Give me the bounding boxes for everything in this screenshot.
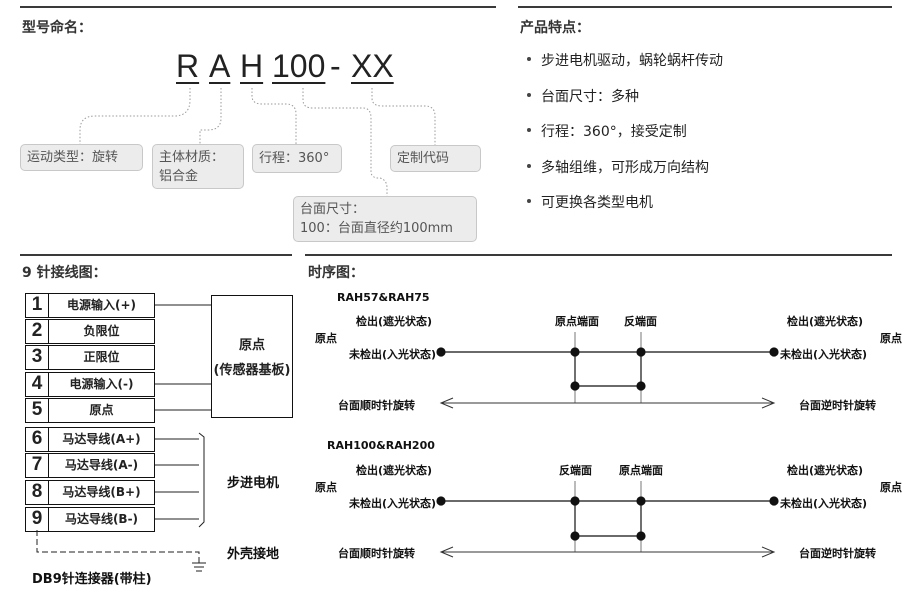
body-material-line1: 主体材质： (159, 150, 225, 165)
timing1-ccw-label: 台面顺时针旋转 (338, 399, 415, 412)
ground-wire (36, 530, 206, 572)
naming-leaders (79, 88, 436, 196)
top-rule-right (518, 6, 892, 8)
timing2-detected-right: 检出(遮光状态) (787, 464, 864, 477)
timing1-origin-right: 原点 (880, 332, 902, 345)
timing1-origin-left: 原点 (315, 332, 337, 345)
timing1-model: RAH57&RAH75 (337, 291, 430, 304)
feature-item: 可更换各类型电机 (527, 192, 653, 212)
table-size-box: 台面尺寸： 100：台面直径约100mm (293, 196, 477, 242)
timing1-cw-label: 台面逆时针旋转 (799, 399, 876, 412)
bullet-icon (527, 57, 531, 61)
timing2-undetected-right: 未检出(入光状态) (780, 497, 868, 510)
stroke-box: 行程：360° (252, 144, 342, 173)
timing2-ccw-label: 台面顺时针旋转 (338, 547, 415, 560)
timing1-detected-left: 检出(遮光状态) (356, 315, 433, 328)
timing1-detected-right: 检出(遮光状态) (787, 315, 864, 328)
body-material-line2: 铝合金 (159, 169, 199, 184)
table-size-line1: 台面尺寸： (300, 202, 366, 217)
code-letter-r: R (176, 48, 200, 84)
code-letter-a: A (209, 48, 231, 84)
timing2-rotation-arrow (439, 546, 776, 558)
bullet-icon (527, 93, 531, 97)
motion-type-label: 运动类型：旋转 (27, 150, 119, 165)
middle-rule-left (20, 254, 292, 256)
feature-item: 台面尺寸：多种 (527, 86, 639, 106)
timing1-mark-right: 反端面 (624, 315, 657, 328)
stroke-label: 行程：360° (259, 151, 330, 166)
case-ground-label: 外壳接地 (227, 547, 280, 562)
bullet-icon (527, 164, 531, 168)
connector-label: DB9针连接器(带柱) (32, 572, 152, 587)
pin-wires (155, 304, 211, 528)
timing2-cw-label: 台面逆时针旋转 (799, 547, 876, 560)
feature-item: 多轴组维，可形成万向结构 (527, 157, 709, 177)
timing1-mark-left: 原点端面 (555, 315, 599, 328)
code-dash: - (330, 48, 341, 84)
timing1-waveform (436, 332, 779, 403)
code-custom: XX (351, 48, 394, 84)
timing1-rotation-arrow (439, 397, 776, 409)
top-rule-left (20, 6, 496, 8)
middle-rule-right (305, 254, 892, 256)
features-title: 产品特点： (520, 20, 590, 36)
bullet-icon (527, 199, 531, 203)
code-number: 100 (272, 48, 326, 84)
timing2-origin-left: 原点 (315, 481, 337, 494)
timing2-waveform (436, 481, 779, 552)
table-size-line2: 100：台面直径约100mm (300, 221, 453, 236)
feature-item: 行程：360°，接受定制 (527, 121, 687, 141)
feature-item: 步进电机驱动，蜗轮蜗杆传动 (527, 50, 723, 70)
timing1-undetected-right: 未检出(入光状态) (780, 348, 868, 361)
code-letter-h: H (240, 48, 264, 84)
custom-code-box: 定制代码 (390, 145, 481, 172)
timing1-undetected-left: 未检出(入光状态) (349, 348, 437, 361)
origin-board-line2: (传感器基板) (213, 363, 291, 378)
timing2-model: RAH100&RAH200 (327, 439, 435, 452)
wiring-title: 9 针接线图： (22, 265, 107, 281)
timing-title: 时序图： (308, 265, 364, 281)
body-material-box: 主体材质： 铝合金 (152, 144, 244, 189)
timing2-undetected-left: 未检出(入光状态) (349, 497, 437, 510)
bullet-icon (527, 128, 531, 132)
origin-board-box: 原点 (传感器基板) (211, 295, 293, 418)
origin-board-line1: 原点 (238, 338, 265, 353)
timing2-detected-left: 检出(遮光状态) (356, 464, 433, 477)
custom-code-label: 定制代码 (397, 151, 450, 166)
stepper-motor-label: 步进电机 (227, 476, 280, 491)
timing2-origin-right: 原点 (880, 481, 902, 494)
model-naming-title: 型号命名： (22, 20, 92, 36)
timing2-mark-left: 反端面 (559, 464, 592, 477)
timing2-mark-right: 原点端面 (619, 464, 663, 477)
motion-type-box: 运动类型：旋转 (20, 144, 143, 171)
